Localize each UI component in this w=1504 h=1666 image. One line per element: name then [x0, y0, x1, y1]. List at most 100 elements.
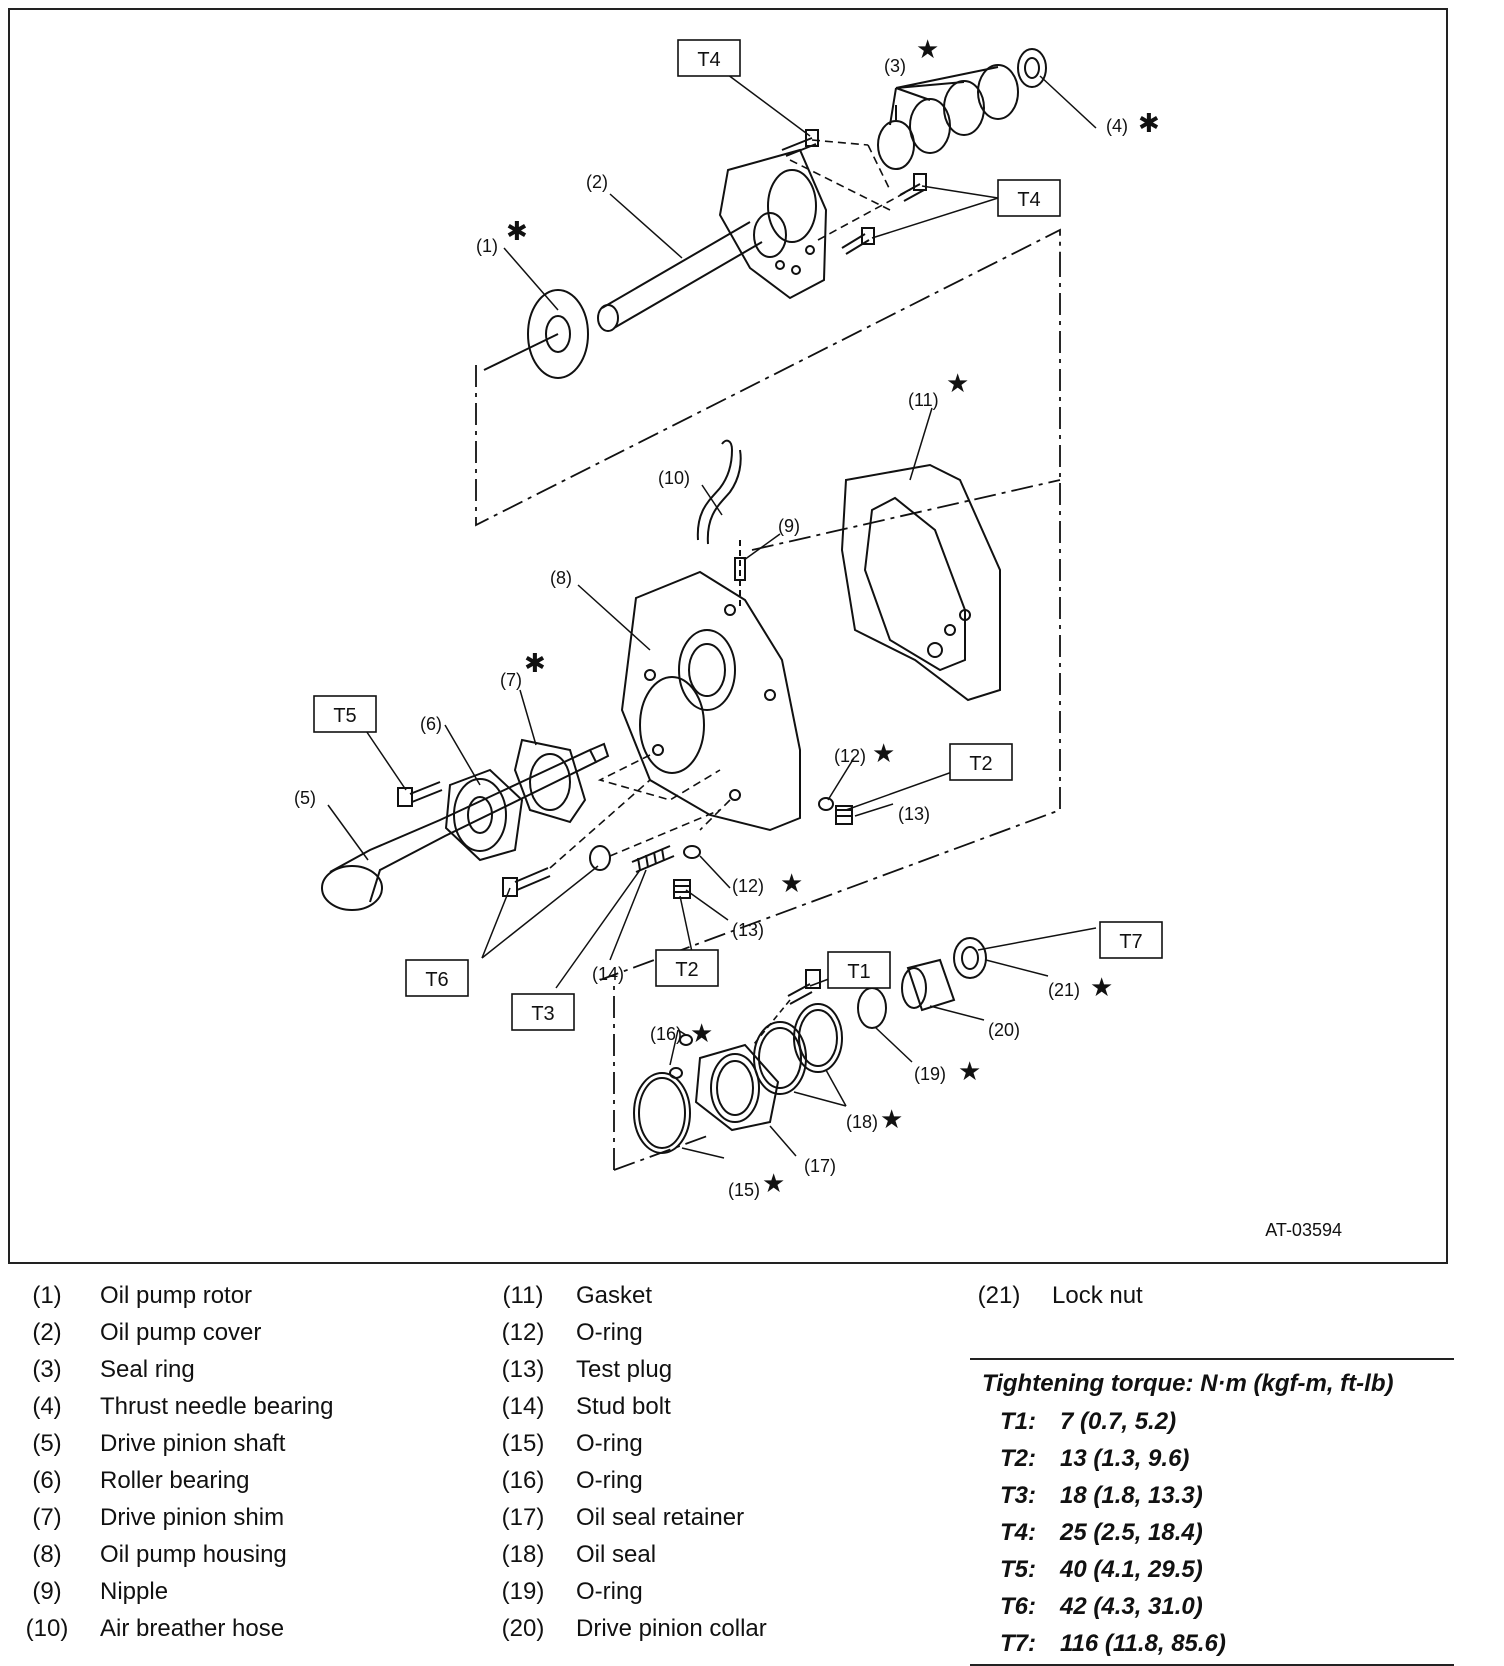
leader-lines [327, 59, 1097, 1159]
legend-name: O-ring [576, 1578, 643, 1605]
callout-12: (12) [732, 876, 764, 896]
drive-pinion-shaft-part [321, 742, 610, 911]
torque-value: 40 (4.1, 29.5) [1060, 1556, 1203, 1583]
callout-6: (6) [420, 714, 442, 734]
star-mark: ★ [1090, 972, 1113, 1002]
star-mark: ★ [946, 368, 969, 398]
oil-pump-rotor-part [483, 289, 589, 379]
figure-id: AT-03594 [1265, 1220, 1342, 1240]
callout-7: (7) [500, 670, 522, 690]
callout-11: (11) [908, 390, 939, 410]
torque-box-t6 [405, 959, 469, 997]
torque-code: T5: [1000, 1556, 1036, 1583]
legend-num: (2) [32, 1319, 62, 1346]
test-plug-13-lower-part [673, 879, 691, 899]
callout-20: (20) [988, 1020, 1020, 1040]
air-breather-hose-part [696, 439, 742, 545]
torque-box-label: T4 [1017, 189, 1040, 211]
legend-name: Nipple [100, 1578, 169, 1605]
stud-bolt-part [631, 845, 675, 873]
callout-16: (16) [650, 1024, 682, 1044]
star-mark: ★ [762, 1168, 785, 1198]
star-mark: ★ [880, 1104, 903, 1134]
legend-num: (6) [32, 1467, 62, 1494]
torque-code: T3: [1000, 1482, 1036, 1509]
housing-dashed-guides [597, 754, 731, 831]
t4-dashed-lines [789, 139, 911, 241]
gasket-part [840, 463, 1001, 702]
torque-box-t3 [511, 993, 575, 1031]
exploded-diagram: T4 T4 T5 T2 T6 T3 T2 T1 T7 (1) (2) (3) (… [294, 34, 1342, 1240]
torque-box-t2-upper [949, 743, 1013, 781]
legend-name: Roller bearing [100, 1467, 250, 1494]
callout-8: (8) [550, 568, 572, 588]
asterisk-mark: ✱ [524, 648, 546, 678]
callout-13: (13) [732, 920, 764, 940]
legend-column-2: (11)Gasket (12)O-ring (13)Test plug (14)… [486, 1282, 946, 1662]
t5-bolt [397, 781, 443, 807]
o-ring-15-part [633, 1072, 691, 1154]
oil-pump-cover-part [597, 148, 828, 332]
callout-3: (3) [884, 56, 906, 76]
torque-box-t5 [313, 695, 377, 733]
legend-num: (4) [32, 1393, 62, 1420]
o-ring-12-lower-part [683, 845, 701, 859]
o-ring-12-upper-part [818, 797, 834, 811]
torque-box-label: T5 [333, 705, 356, 727]
legend-num: (12) [501, 1319, 545, 1346]
callout-17: (17) [804, 1156, 836, 1176]
legend-name: Stud bolt [576, 1393, 671, 1420]
torque-row: T1: 7 (0.7, 5.2) [1000, 1408, 1176, 1436]
torque-value: 116 (11.8, 85.6) [1060, 1630, 1226, 1657]
legend-num: (19) [501, 1578, 545, 1605]
star-mark: ★ [690, 1018, 713, 1048]
torque-box-label: T7 [1119, 931, 1142, 953]
legend-name: Gasket [576, 1282, 653, 1309]
legend-name: Drive pinion shaft [100, 1430, 286, 1457]
torque-value: 13 (1.3, 9.6) [1060, 1445, 1190, 1472]
legend-num: (16) [501, 1467, 545, 1494]
callout-5: (5) [294, 788, 316, 808]
torque-box-label: T1 [847, 961, 870, 983]
torque-code: T2: [1000, 1445, 1036, 1472]
legend-name: O-ring [576, 1319, 643, 1346]
callout-18: (18) [846, 1112, 878, 1132]
o-ring-19-part [857, 987, 887, 1029]
test-plug-13-upper-part [835, 805, 853, 825]
legend-num: (15) [501, 1430, 545, 1457]
torque-value: 7 (0.7, 5.2) [1060, 1408, 1177, 1435]
legend-num: (8) [32, 1541, 62, 1568]
callout-2: (2) [586, 172, 608, 192]
legend-num: (7) [32, 1504, 62, 1531]
legend-num: (14) [501, 1393, 545, 1420]
callout-19: (19) [914, 1064, 946, 1084]
torque-code: T1: [1000, 1408, 1036, 1435]
legend-num: (13) [501, 1356, 545, 1383]
oil-pump-housing-part [620, 570, 801, 832]
phantom-outlines [475, 228, 1061, 1171]
lock-nut-part [953, 937, 987, 979]
callout-14: (14) [592, 964, 624, 984]
torque-value: 25 (2.5, 18.4) [1060, 1519, 1203, 1546]
legend-num: (20) [501, 1615, 545, 1642]
legend-name: Thrust needle bearing [100, 1393, 334, 1420]
torque-code: T7: [1000, 1630, 1036, 1657]
asterisk-mark: ✱ [1138, 108, 1160, 138]
legend-num: (17) [501, 1504, 545, 1531]
legend-name: Test plug [576, 1356, 673, 1383]
legend-name: Oil seal [576, 1541, 657, 1568]
t6-bolt-and-nut [502, 845, 611, 897]
legend-name: O-ring [576, 1467, 643, 1494]
callout-10: (10) [658, 468, 690, 488]
legend-num: (5) [32, 1430, 62, 1457]
legend-name: Oil pump housing [100, 1541, 287, 1568]
drive-pinion-shim-part [513, 738, 587, 824]
legend-num: (1) [32, 1282, 62, 1309]
torque-value: 18 (1.8, 13.3) [1060, 1482, 1203, 1509]
legend-column-1: (1)Oil pump rotor (2)Oil pump cover (3)S… [10, 1282, 470, 1662]
torque-heading: Tightening torque: N·m (kgf-m, ft-lb) [982, 1370, 1394, 1397]
legend-name: Lock nut [1052, 1282, 1143, 1309]
oil-seals-18-part [753, 1003, 843, 1095]
callout-4: (4) [1106, 116, 1128, 136]
legend-name: Seal ring [100, 1356, 195, 1383]
